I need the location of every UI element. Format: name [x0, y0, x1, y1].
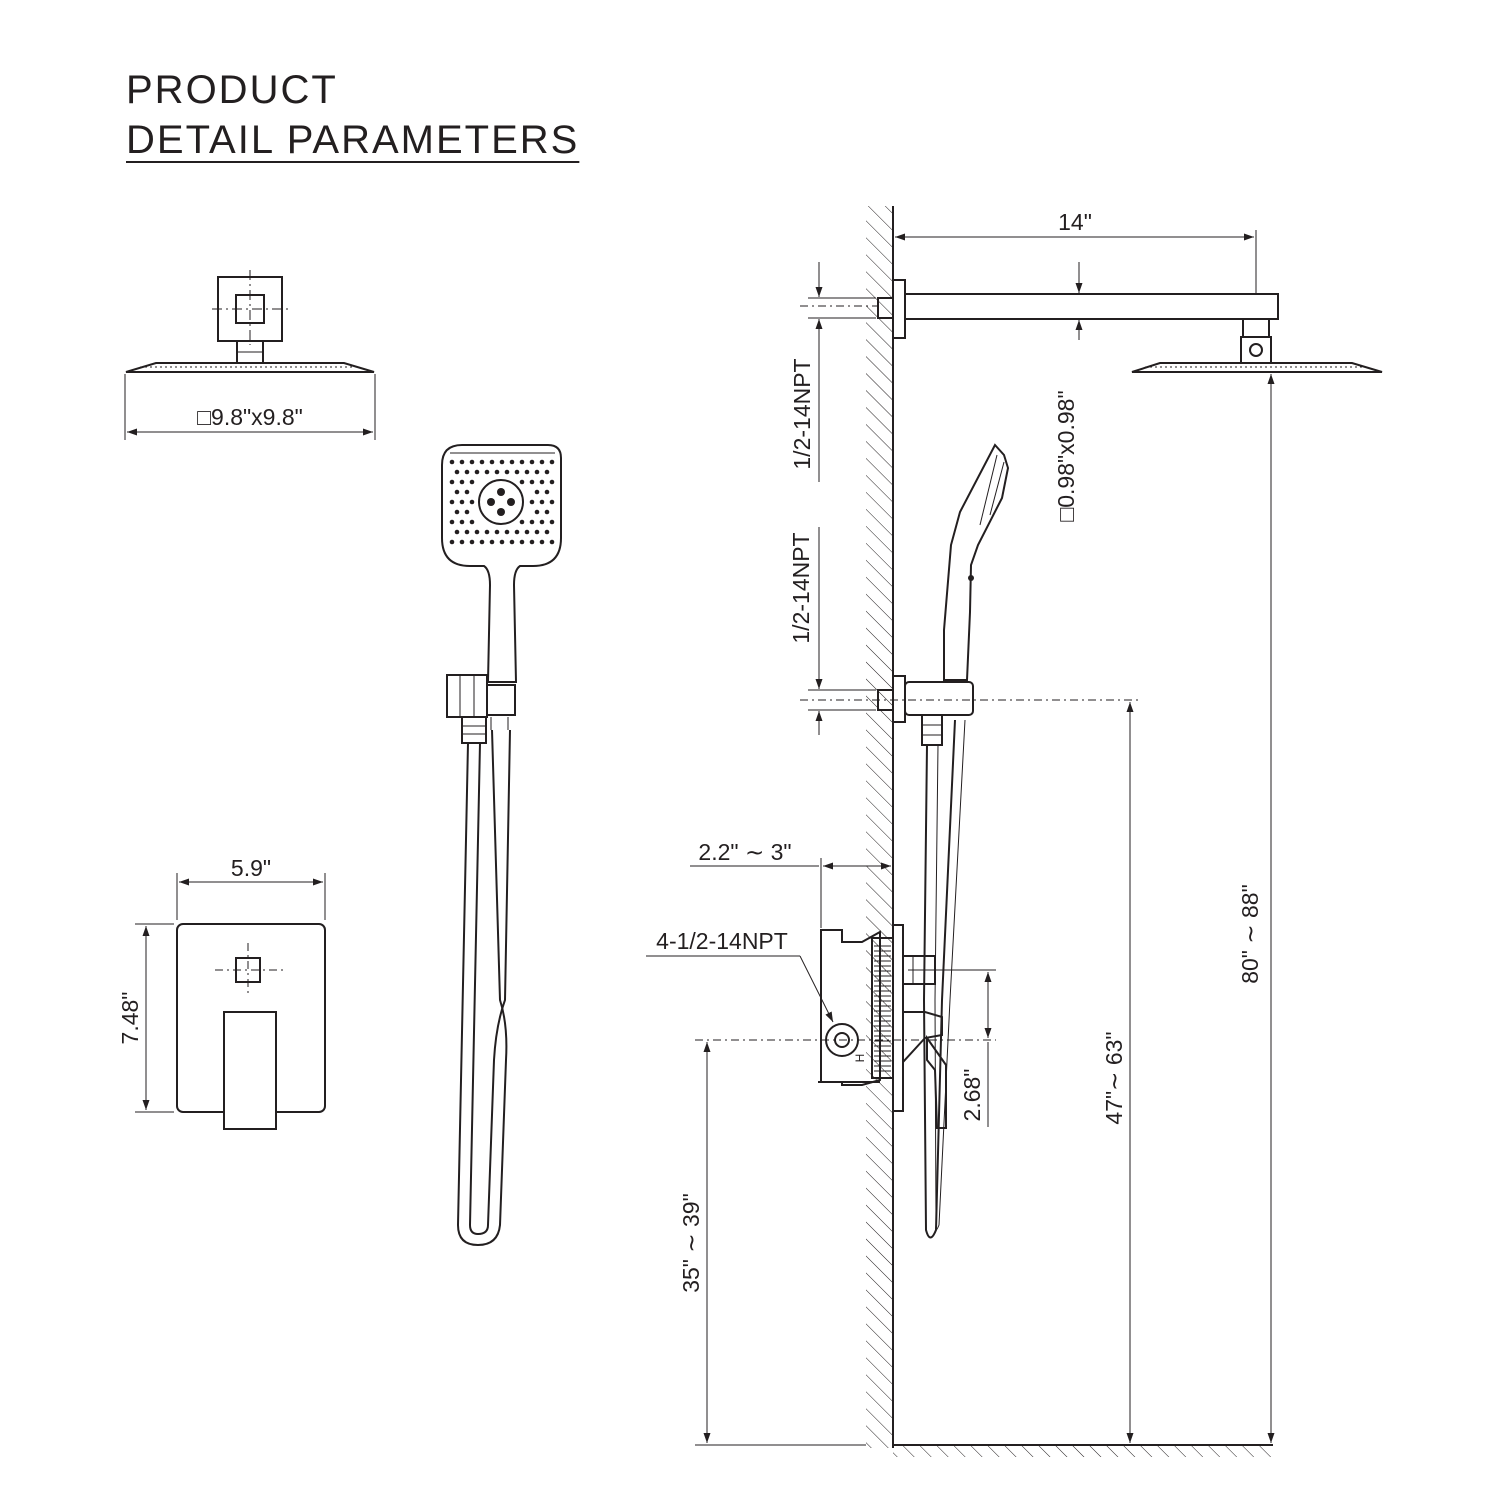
nozzle-dot	[504, 529, 510, 535]
nozzle-dot	[454, 469, 460, 475]
nozzle-dot	[464, 489, 470, 495]
nozzle-dot	[529, 479, 535, 485]
nozzle-dot	[549, 499, 555, 505]
nozzle-dot	[524, 469, 530, 475]
nozzle-dot	[454, 489, 460, 495]
nozzle-dot	[529, 539, 535, 545]
nozzle-dot	[544, 489, 550, 495]
trim-plate-front-view: 5.9" 7.48"	[117, 855, 326, 1130]
nozzle-dot	[549, 519, 555, 525]
nozzle-dot	[519, 459, 525, 465]
nozzle-dot	[479, 459, 485, 465]
nozzle-dot	[539, 519, 545, 525]
nozzle-dot	[519, 539, 525, 545]
nozzle-dot	[529, 499, 535, 505]
nozzle-dot	[459, 479, 465, 485]
nozzle-dot	[509, 539, 515, 545]
nozzle-dot	[529, 459, 535, 465]
wall-depth-label: 2.2" ∼ 3"	[698, 839, 791, 865]
shower-head-size-label: □9.8"x9.8"	[197, 404, 303, 430]
nozzle-dot	[479, 539, 485, 545]
nozzle-dot	[514, 469, 520, 475]
nozzle-dot	[489, 539, 495, 545]
nozzle-dot	[534, 469, 540, 475]
nozzle-dot	[539, 539, 545, 545]
arm-length-label: 14"	[1058, 209, 1092, 235]
nozzle-dot	[469, 539, 475, 545]
nozzle-dot	[499, 539, 505, 545]
nozzle-dot	[459, 519, 465, 525]
nozzle-dot	[534, 509, 540, 515]
nozzle-dot	[539, 499, 545, 505]
nozzle-dot	[539, 479, 545, 485]
nozzle-dot	[464, 509, 470, 515]
nozzle-dot	[449, 499, 455, 505]
nozzle-dot	[499, 459, 505, 465]
nozzle-dot	[459, 539, 465, 545]
nozzle-dot	[539, 459, 545, 465]
nozzle-dot	[544, 469, 550, 475]
nozzle-dot	[544, 509, 550, 515]
nozzle-dot	[469, 479, 475, 485]
nozzle-dot	[474, 469, 480, 475]
trim-height-label: 7.48"	[117, 992, 143, 1045]
nozzle-dot	[454, 509, 460, 515]
nozzle-dot	[504, 469, 510, 475]
nozzle-dot	[524, 529, 530, 535]
hot-marker: H	[853, 1054, 867, 1063]
valve-offset-label: 2.68"	[959, 1069, 985, 1122]
nozzle-dot	[469, 519, 475, 525]
valve-height-label: 35" ∼ 39"	[678, 1193, 704, 1293]
handheld-height-label: 47"∼ 63"	[1101, 1031, 1127, 1124]
nozzle-dot	[489, 459, 495, 465]
nozzle-dot	[519, 519, 525, 525]
lower-thread-label: 1/2-14NPT	[788, 532, 814, 643]
nozzle-dot	[449, 519, 455, 525]
nozzle-dot	[464, 469, 470, 475]
nozzle-dot	[464, 529, 470, 535]
nozzle-dot	[509, 459, 515, 465]
nozzle-dot	[459, 499, 465, 505]
nozzle-dot	[469, 459, 475, 465]
hand-shower-nozzles	[449, 459, 555, 545]
nozzle-dot	[529, 519, 535, 525]
nozzle-dot	[449, 479, 455, 485]
nozzle-dot	[534, 489, 540, 495]
nozzle-dot	[459, 459, 465, 465]
title-line-1: PRODUCT	[126, 68, 338, 112]
nozzle-dot	[534, 529, 540, 535]
trim-width-label: 5.9"	[231, 855, 271, 881]
nozzle-dot	[544, 529, 550, 535]
nozzle-dot	[494, 529, 500, 535]
title-line-2: DETAIL PARAMETERS	[126, 118, 580, 162]
nozzle-dot	[494, 469, 500, 475]
arm-section-label: □0.98"x0.98"	[1053, 390, 1079, 521]
nozzle-dot	[514, 529, 520, 535]
side-installation-view: 14" 1/2-14NPT □0.98"x0.98" 1/2-14NPT	[646, 206, 1383, 1457]
hand-shower-front-view	[441, 444, 562, 1247]
nozzle-dot	[549, 479, 555, 485]
valve-body: H	[818, 924, 947, 1129]
nozzle-dot	[449, 459, 455, 465]
nozzle-dot	[519, 479, 525, 485]
nozzle-dot	[484, 469, 490, 475]
valve-ports-label: 4-1/2-14NPT	[656, 928, 788, 954]
nozzle-dot	[454, 529, 460, 535]
shower-head-front-view: □9.8"x9.8"	[124, 270, 376, 440]
nozzle-dot	[449, 539, 455, 545]
nozzle-dot	[549, 459, 555, 465]
total-height-label: 80" ∼ 88"	[1237, 884, 1263, 984]
nozzle-dot	[469, 499, 475, 505]
nozzle-dot	[549, 539, 555, 545]
nozzle-dot	[484, 529, 490, 535]
nozzle-dot	[474, 529, 480, 535]
upper-thread-label: 1/2-14NPT	[789, 358, 815, 469]
